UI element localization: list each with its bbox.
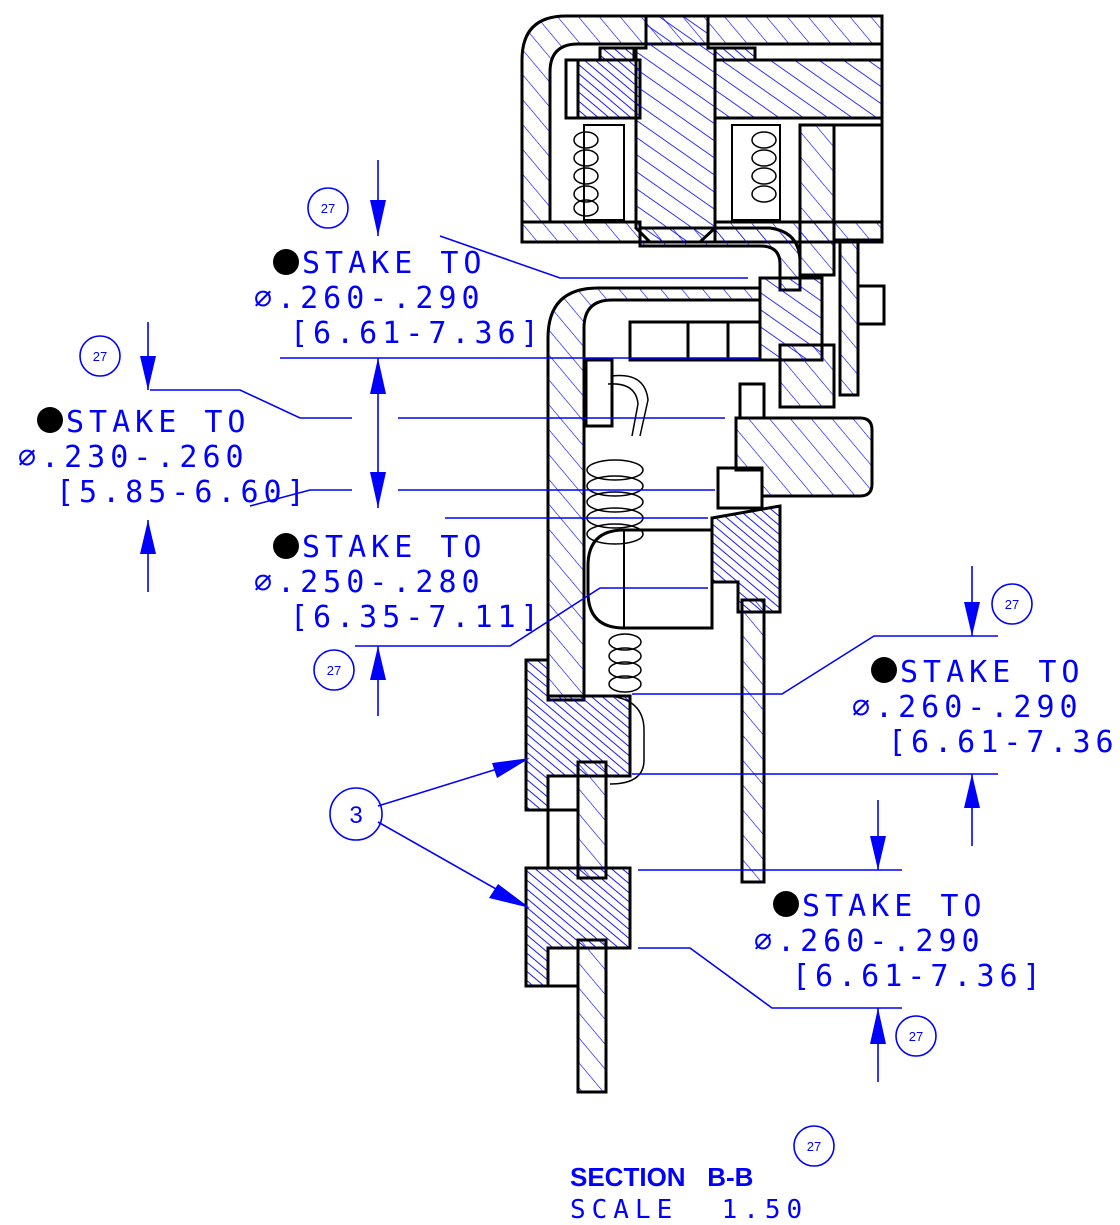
cam-bar — [734, 416, 874, 498]
note-4-text: STAKE TO — [900, 655, 1085, 690]
note-2: 27 STAKE TO ∅.230-.260 [5.85-6.60] — [18, 335, 310, 510]
assembly-geometry — [520, 14, 886, 1094]
note-1-metric: [6.61-7.36] — [290, 316, 544, 351]
note-2-balloon: 27 — [93, 349, 107, 364]
section-balloon: 27 — [807, 1139, 821, 1154]
note-3-balloon: 27 — [327, 663, 341, 678]
section-title-block: 27 SECTION B-B SCALE 1.50 — [570, 1125, 835, 1225]
note-1-balloon: 27 — [321, 201, 335, 216]
note-5-text: STAKE TO — [802, 889, 987, 924]
note-5-balloon: 27 — [909, 1029, 923, 1044]
lower-spring — [608, 633, 642, 693]
note-1-text: STAKE TO — [302, 246, 487, 281]
central-pin — [634, 14, 717, 244]
note-4: 27 STAKE TO ∅.260-.290 [6.61-7.36] — [852, 583, 1120, 760]
note-3-dim: ∅.250-.280 — [254, 565, 485, 600]
note-5: STAKE TO ∅.260-.290 [6.61-7.36] 27 — [754, 889, 1046, 1057]
lower-stem-2 — [576, 938, 608, 1094]
upper-spring-right — [731, 124, 781, 221]
item-3-balloon: 3 — [349, 802, 362, 829]
upper-plate-left — [576, 58, 642, 120]
section-title: SECTION B-B — [570, 1162, 753, 1192]
slider-bar — [740, 598, 766, 884]
lower-stem-1 — [576, 760, 608, 880]
note-5-metric: [6.61-7.36] — [792, 959, 1046, 994]
note-5-bullet — [773, 891, 799, 917]
note-2-dim: ∅.230-.260 — [18, 440, 249, 475]
note-3-text: STAKE TO — [302, 530, 487, 565]
note-3: STAKE TO ∅.250-.280 [6.35-7.11] 27 — [254, 530, 544, 691]
note-3-bullet — [273, 533, 299, 559]
note-3-metric: [6.35-7.11] — [290, 600, 544, 635]
item-3-callout: 3 — [329, 787, 383, 841]
housing-shell — [520, 14, 884, 224]
cross-shaft — [586, 528, 714, 630]
note-2-metric: [5.85-6.60] — [56, 475, 310, 510]
retainer-block — [710, 504, 782, 614]
note-4-metric: [6.61-7.36] — [888, 725, 1120, 760]
section-scale: SCALE 1.50 — [570, 1195, 808, 1225]
note-4-dim: ∅.260-.290 — [852, 690, 1083, 725]
note-4-balloon: 27 — [1005, 597, 1019, 612]
note-4-bullet — [871, 657, 897, 683]
note-5-dim: ∅.260-.290 — [754, 924, 985, 959]
upper-spring-left — [573, 124, 625, 221]
note-1: 27 STAKE TO ∅.260-.290 [6.61-7.36] — [254, 187, 544, 351]
right-flange — [838, 238, 860, 397]
note-2-text: STAKE TO — [66, 405, 251, 440]
upper-plate-right — [713, 58, 884, 120]
leader-lines — [140, 160, 998, 1082]
note-1-bullet — [273, 249, 299, 275]
note-2-bullet — [37, 407, 63, 433]
note-1-dim: ∅.260-.290 — [254, 281, 485, 316]
